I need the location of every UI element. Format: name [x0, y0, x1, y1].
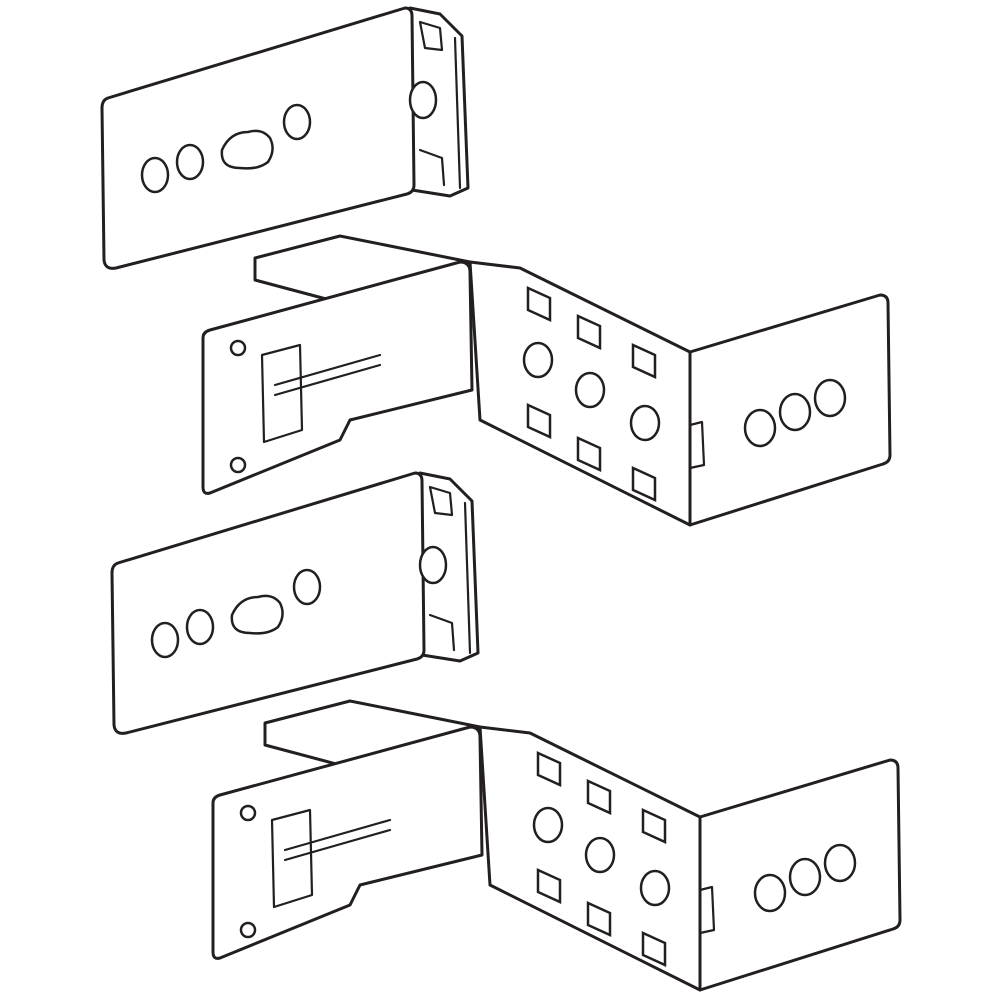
bracket-set-bottom — [110, 471, 902, 992]
bracket-set-top — [100, 6, 892, 527]
